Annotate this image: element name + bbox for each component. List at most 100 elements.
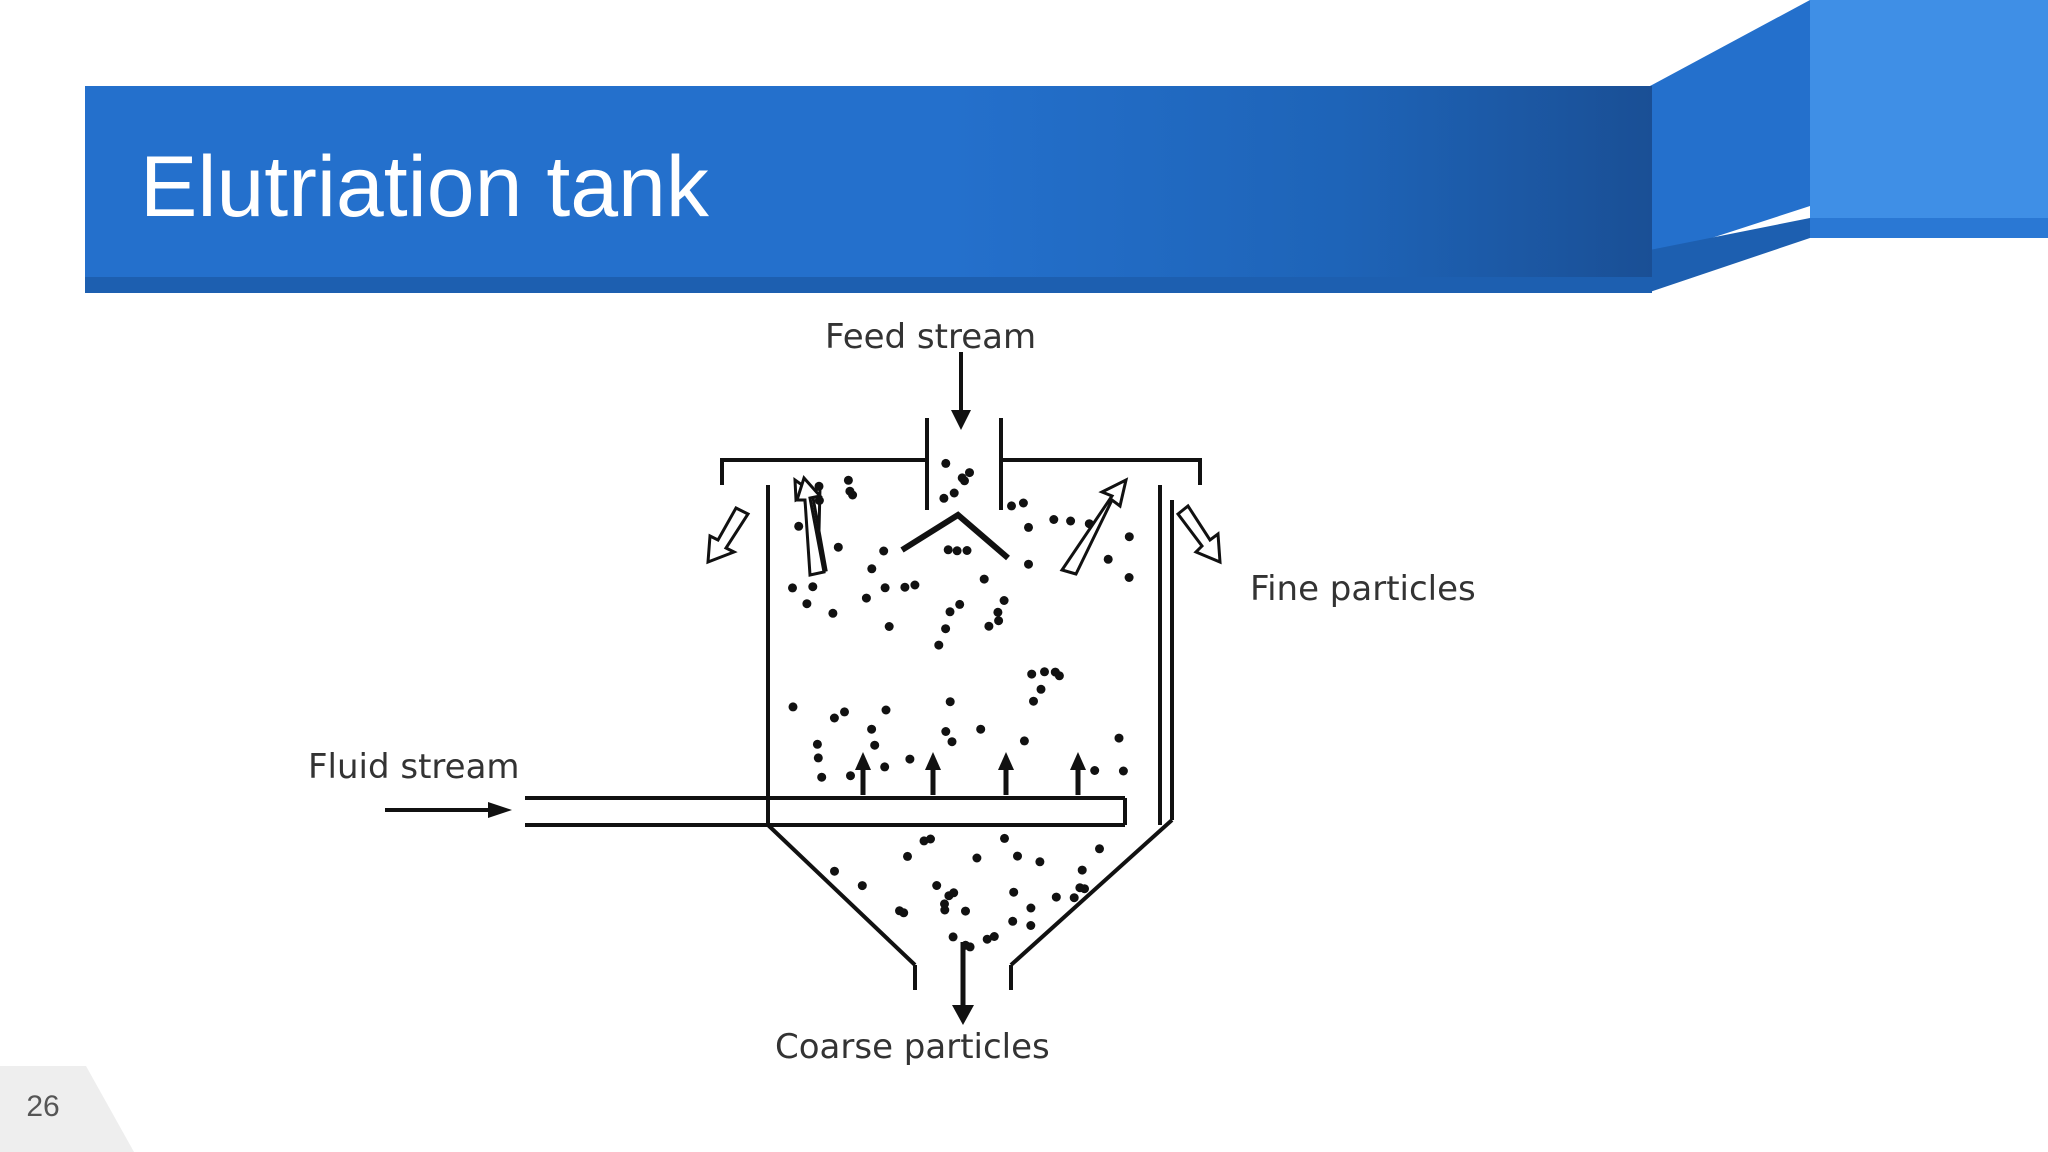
particle-dot [857, 881, 867, 891]
particle-dot [910, 580, 920, 590]
particle-dot [1066, 516, 1076, 526]
particle-dot [982, 934, 992, 944]
particle-dot [1026, 921, 1036, 930]
particle-dot [1118, 766, 1128, 776]
particle-dot [961, 906, 970, 916]
feed-arrow [951, 352, 971, 430]
particle-dot [947, 737, 957, 747]
particle-dot [1080, 884, 1089, 894]
particle-dot [1050, 667, 1060, 677]
particle-dot [984, 621, 994, 631]
particle-dot [830, 866, 839, 876]
particle-dot [900, 582, 910, 592]
feed-pipe [925, 418, 1003, 510]
upflow-arrows [855, 752, 1086, 795]
particle-dot [989, 932, 999, 941]
particle-dot [867, 564, 877, 574]
particle-dot [903, 851, 912, 861]
particle-dot [884, 622, 894, 631]
particle-dot [802, 599, 812, 609]
slide-title: Elutriation tank [140, 139, 709, 235]
particle-dot [814, 481, 824, 491]
particle-dot [1000, 833, 1009, 843]
page-number-tab [0, 1066, 134, 1152]
particle-dot [1036, 684, 1046, 694]
particle-dot [1077, 865, 1087, 875]
particle-dot [788, 583, 797, 593]
particle-dot [1090, 766, 1100, 775]
title-bar: Elutriation tank [85, 86, 1652, 293]
particle-dot [943, 545, 953, 555]
particle-dot [993, 607, 1003, 617]
particle-dot [899, 908, 909, 918]
particle-dot [1027, 669, 1037, 679]
particle-dot [1018, 498, 1028, 508]
particle-dot [1007, 501, 1016, 511]
particle-dot [843, 475, 853, 485]
particle-dot [814, 496, 824, 505]
particle-dot [881, 705, 891, 715]
particle-dot [833, 542, 843, 552]
particle-dot [1095, 844, 1104, 854]
particle-dot [1124, 573, 1134, 582]
particle-dot [926, 834, 935, 844]
particle-dot [1019, 736, 1029, 746]
particle-dot [1029, 696, 1038, 706]
particle-dot [999, 596, 1009, 605]
particle-dot [794, 521, 804, 531]
particle-dot [979, 574, 989, 584]
particle-dot [945, 697, 955, 707]
particle-dot [934, 640, 944, 650]
particle-dot [1008, 916, 1018, 926]
particle-dot [1035, 857, 1045, 867]
particle-dot [840, 707, 849, 717]
particle-dot [1084, 519, 1094, 529]
particle-dot [1009, 887, 1019, 897]
particle-dot [949, 488, 959, 498]
feed-deflector [900, 511, 1010, 561]
particle-dot [945, 607, 955, 617]
particle-dot [972, 853, 982, 863]
particle-dot [1124, 532, 1134, 542]
fluid-arrow [385, 802, 512, 818]
particle-dot [1024, 522, 1033, 532]
particle-dot [961, 940, 971, 950]
particle-dot [949, 888, 959, 898]
particle-dot [994, 616, 1004, 626]
particle-dot [870, 740, 880, 750]
particle-dot [1013, 851, 1022, 861]
particle-dot [940, 899, 949, 909]
particle-dot [955, 599, 965, 609]
fluid-stream-label: Fluid stream [308, 747, 520, 787]
particle-dot [939, 493, 949, 503]
fine-flow-arrows [706, 475, 1222, 577]
particle-dot [1103, 554, 1113, 564]
particle-dot [880, 583, 890, 593]
corner-decoration [1650, 0, 2048, 292]
particle-dot [905, 754, 915, 764]
particle-dot [788, 702, 798, 712]
particle-dot [976, 724, 986, 734]
tank-body [720, 458, 1202, 990]
title-bar-strip [85, 277, 1652, 293]
particle-dot [952, 546, 962, 556]
particle-dot [962, 546, 972, 555]
particle-dot [813, 753, 823, 763]
particle-dot [957, 473, 967, 483]
deco-wedge-shadow [1650, 218, 1810, 292]
particle-dot [867, 724, 877, 734]
particle-dot [880, 762, 890, 772]
particle-dot [1040, 667, 1049, 677]
particle-dot [846, 771, 855, 781]
page-number: 26 [26, 1090, 60, 1123]
particle-dot [861, 593, 871, 603]
particle-dot [948, 932, 958, 942]
particle-dot [1049, 515, 1059, 524]
particle-dot [845, 486, 855, 496]
elutriation-diagram: Feed stream Fine particles Fluid stream … [308, 317, 1476, 1067]
particle-dot [817, 772, 827, 782]
deco-wedge [1650, 0, 1810, 258]
particle-dot [965, 468, 974, 478]
particle-dot [932, 881, 942, 890]
particle-dot [941, 727, 951, 736]
